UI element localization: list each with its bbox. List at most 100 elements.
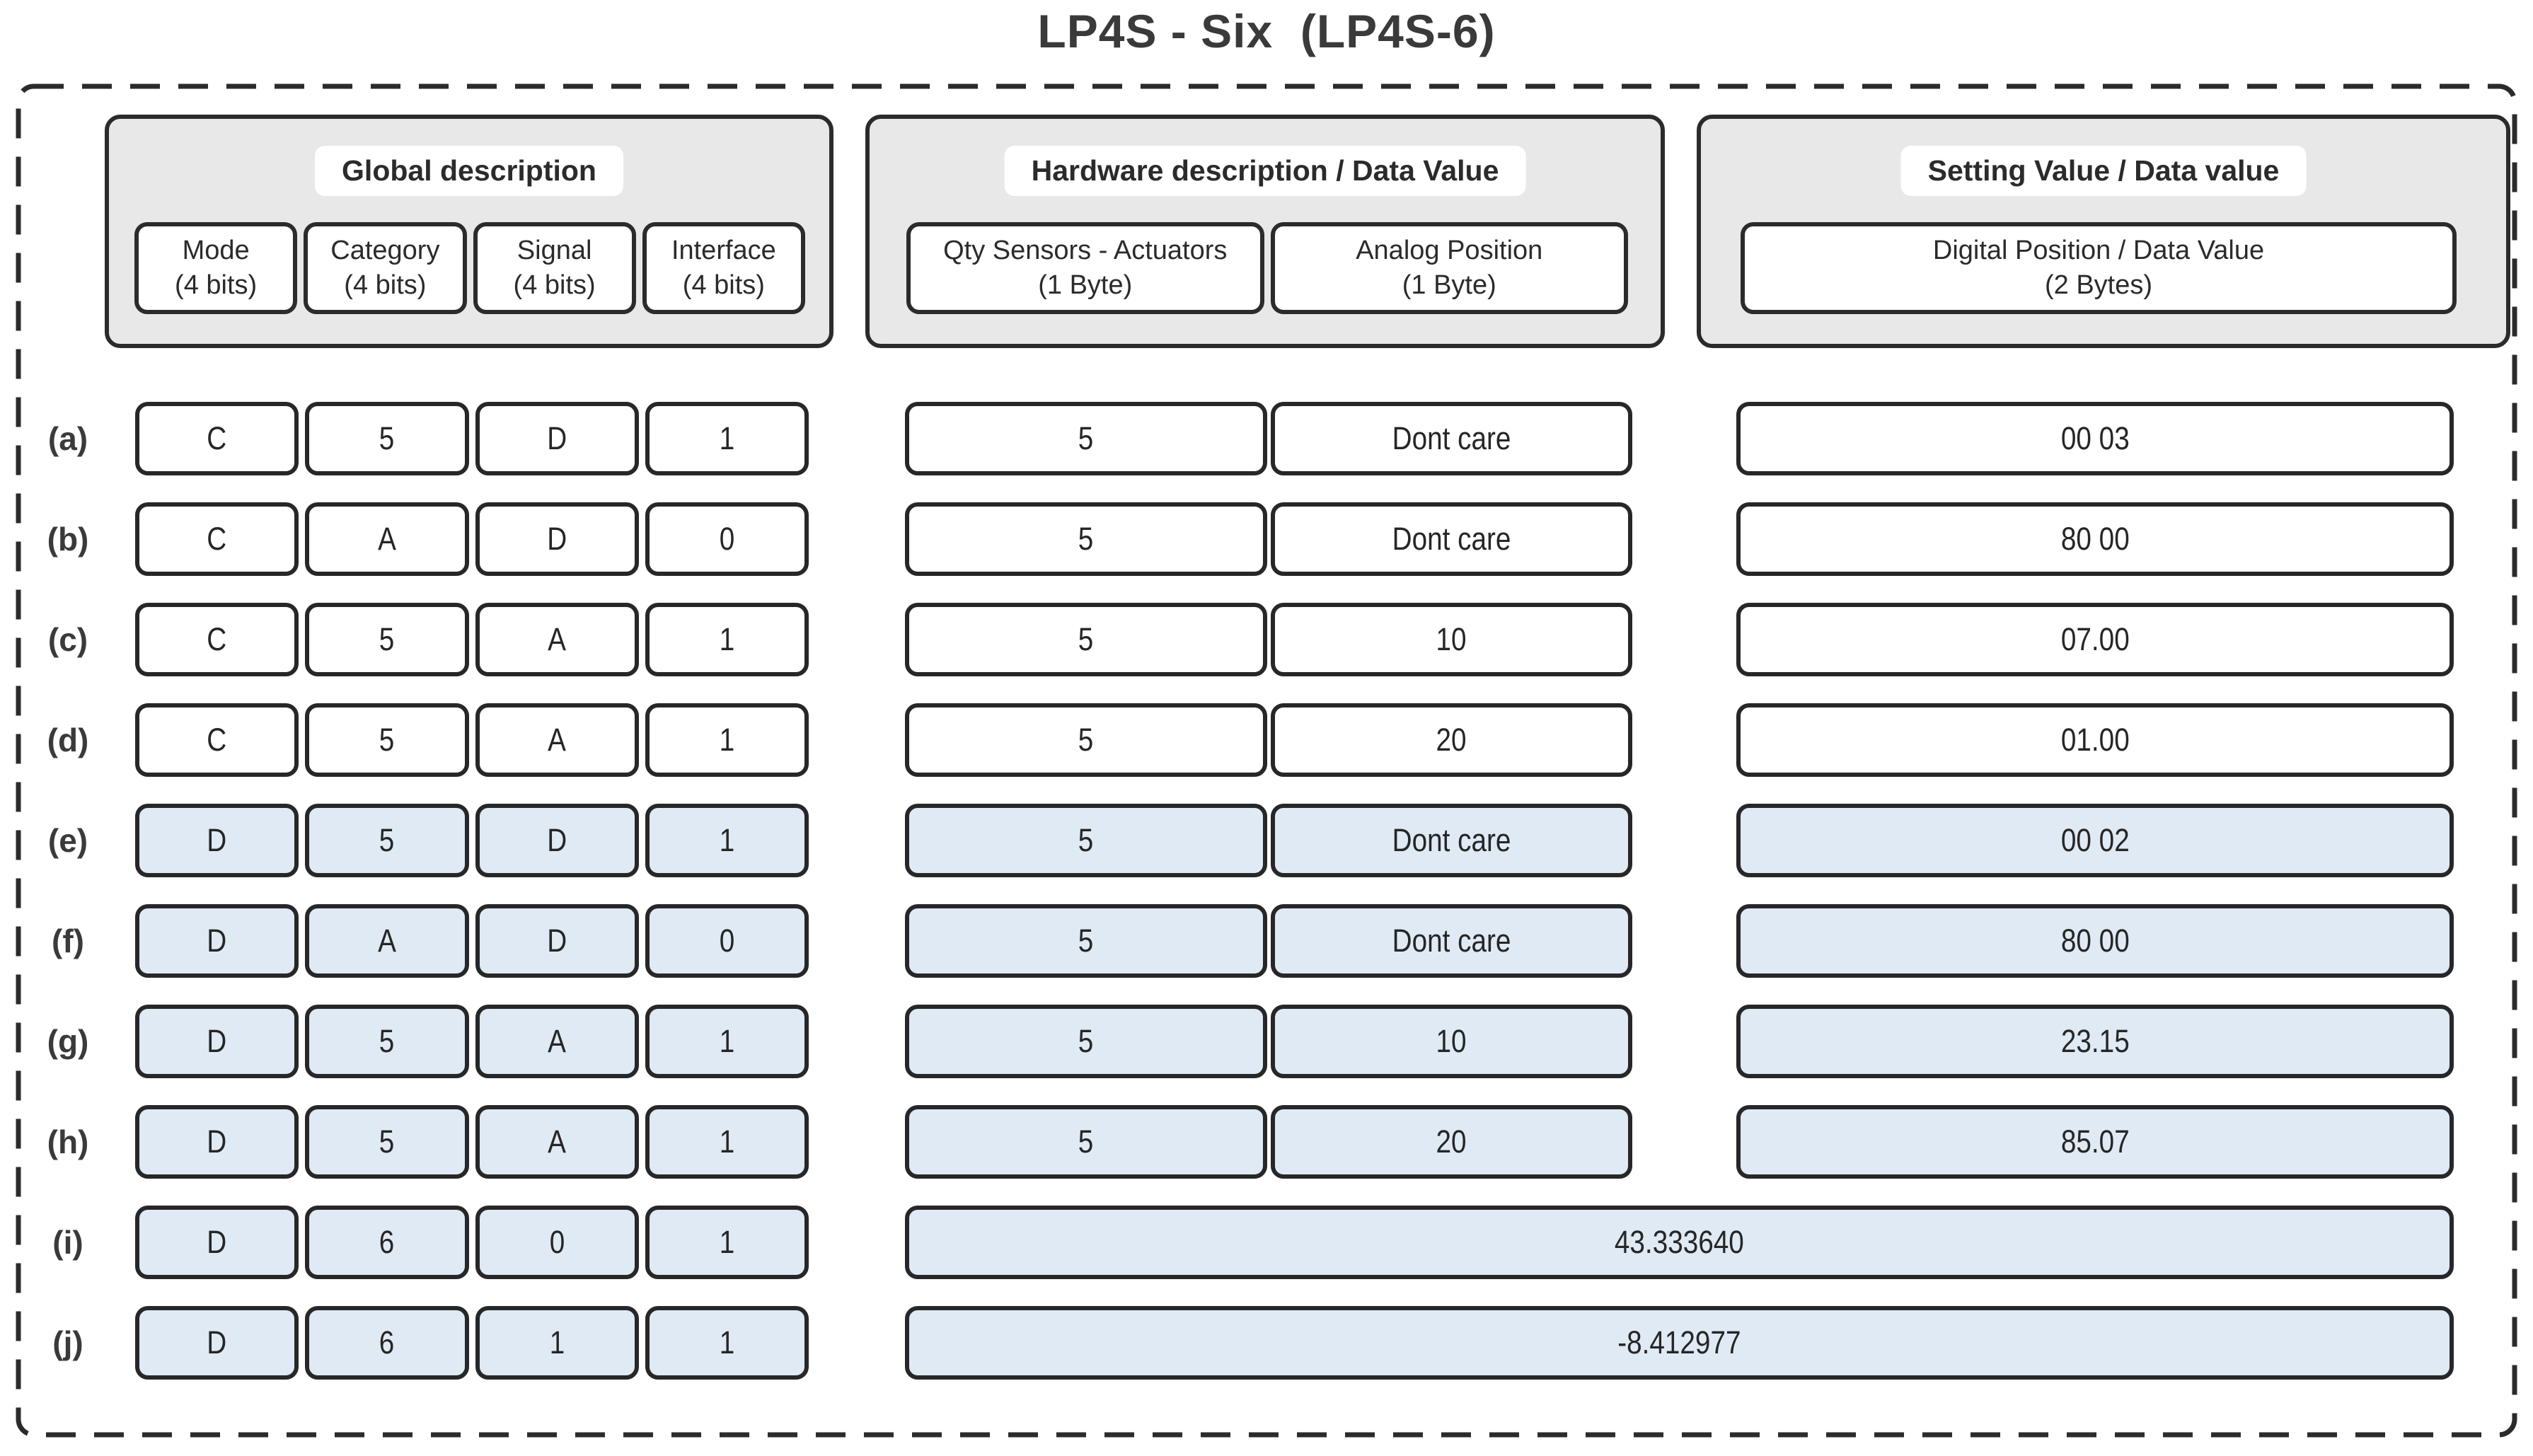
hardware-cells: 5 20 bbox=[905, 1105, 1632, 1179]
hardware-cell: 20 bbox=[1270, 1105, 1632, 1179]
field-size: (2 Bytes) bbox=[2044, 270, 2153, 300]
field-name: Mode bbox=[182, 235, 250, 265]
cell-value: 00 02 bbox=[2060, 822, 2130, 858]
cell-value: -8.412977 bbox=[1617, 1324, 1741, 1360]
hardware-cells: 5 Dont care bbox=[905, 402, 1632, 475]
field-name: Category bbox=[330, 235, 440, 265]
global-cell: 0 bbox=[645, 904, 809, 978]
global-cell: 1 bbox=[645, 603, 809, 676]
cell-value: 0 bbox=[719, 923, 735, 959]
global-cell: 5 bbox=[305, 703, 469, 777]
cell-value: 10 bbox=[1436, 1023, 1467, 1059]
cell-value: A bbox=[377, 521, 396, 557]
cell-value: 5 bbox=[1078, 521, 1094, 557]
wide-value-cells: -8.412977 bbox=[905, 1306, 2454, 1380]
header-group-setting: Setting Value / Data value Digital Posit… bbox=[1697, 115, 2510, 348]
global-cell: C bbox=[135, 603, 299, 676]
global-cell: 6 bbox=[305, 1306, 469, 1380]
cell-value: 5 bbox=[379, 420, 395, 456]
setting-cell: 80 00 bbox=[1736, 502, 2454, 576]
setting-cells: 80 00 bbox=[1736, 502, 2454, 576]
field-qty-sensors-actuators: Qty Sensors - Actuators (1 Byte) bbox=[906, 222, 1264, 314]
global-cell: A bbox=[475, 1105, 639, 1179]
cell-value: Dont care bbox=[1392, 923, 1511, 959]
header-title-global: Global description bbox=[315, 146, 623, 196]
header-row: Global description Mode (4 bits) Categor… bbox=[105, 115, 2510, 348]
setting-cell: 85.07 bbox=[1736, 1105, 2454, 1179]
global-cell: C bbox=[135, 402, 299, 475]
row-label: (j) bbox=[52, 1324, 83, 1361]
cell-value: C bbox=[207, 722, 227, 758]
cell-value: 5 bbox=[1078, 1023, 1094, 1059]
row-label: (d) bbox=[47, 722, 89, 758]
hardware-cell: Dont care bbox=[1270, 402, 1632, 475]
setting-cells: 00 02 bbox=[1736, 804, 2454, 877]
cell-value: D bbox=[547, 521, 567, 557]
cell-value: D bbox=[547, 420, 567, 456]
global-cell: 1 bbox=[645, 804, 809, 877]
cell-value: 5 bbox=[1078, 1123, 1094, 1160]
header-group-global: Global description Mode (4 bits) Categor… bbox=[105, 115, 833, 348]
cell-value: 20 bbox=[1436, 722, 1467, 758]
field-mode: Mode (4 bits) bbox=[134, 222, 298, 314]
cell-value: 80 00 bbox=[2060, 923, 2130, 959]
cell-value: 5 bbox=[1078, 822, 1094, 858]
setting-cell: 80 00 bbox=[1736, 904, 2454, 978]
global-cell: D bbox=[475, 502, 639, 576]
hardware-cells: 5 Dont care bbox=[905, 904, 1632, 978]
global-cell: A bbox=[305, 502, 469, 576]
wide-value-cells: 43.333640 bbox=[905, 1206, 2454, 1279]
global-cell: 0 bbox=[475, 1206, 639, 1279]
field-signal: Signal (4 bits) bbox=[473, 222, 636, 314]
global-cell: 1 bbox=[645, 1005, 809, 1078]
wide-value-cell: 43.333640 bbox=[905, 1206, 2454, 1279]
row-label: (e) bbox=[47, 822, 88, 859]
global-cell: 1 bbox=[645, 703, 809, 777]
row-label: (a) bbox=[47, 420, 88, 457]
cell-value: 5 bbox=[1078, 923, 1094, 959]
cell-value: 0 bbox=[719, 521, 735, 557]
setting-cell: 01.00 bbox=[1736, 703, 2454, 777]
cell-value: D bbox=[207, 1123, 227, 1160]
cell-value: 0 bbox=[549, 1224, 565, 1260]
global-cell: 5 bbox=[305, 402, 469, 475]
hardware-cell: 10 bbox=[1270, 1005, 1632, 1078]
global-cell: 5 bbox=[305, 1105, 469, 1179]
cell-value: 00 03 bbox=[2060, 420, 2130, 456]
hardware-cell: 10 bbox=[1270, 603, 1632, 676]
cell-value: 1 bbox=[719, 722, 735, 758]
cell-value: 23.15 bbox=[2060, 1023, 2130, 1059]
hardware-cell: Dont care bbox=[1270, 904, 1632, 978]
cell-value: 85.07 bbox=[2060, 1123, 2130, 1160]
hardware-cell: 5 bbox=[905, 1105, 1267, 1179]
global-cell: 5 bbox=[305, 804, 469, 877]
setting-cells: 85.07 bbox=[1736, 1105, 2454, 1179]
cell-value: C bbox=[207, 420, 227, 456]
header-group-hardware: Hardware description / Data Value Qty Se… bbox=[865, 115, 1665, 348]
hardware-cell: 5 bbox=[905, 904, 1267, 978]
global-cell: A bbox=[475, 703, 639, 777]
field-size: (1 Byte) bbox=[1402, 270, 1496, 300]
cell-value: 6 bbox=[379, 1224, 395, 1260]
cell-value: A bbox=[548, 1123, 567, 1160]
setting-cell: 23.15 bbox=[1736, 1005, 2454, 1078]
cell-value: 5 bbox=[1078, 420, 1094, 456]
cell-value: A bbox=[548, 722, 567, 758]
hardware-cells: 5 10 bbox=[905, 1005, 1632, 1078]
setting-cells: 01.00 bbox=[1736, 703, 2454, 777]
field-category: Category (4 bits) bbox=[304, 222, 467, 314]
cell-value: D bbox=[207, 822, 227, 858]
field-size: (1 Byte) bbox=[1038, 270, 1133, 300]
hardware-cell: 5 bbox=[905, 1005, 1267, 1078]
cell-value: A bbox=[548, 621, 567, 657]
